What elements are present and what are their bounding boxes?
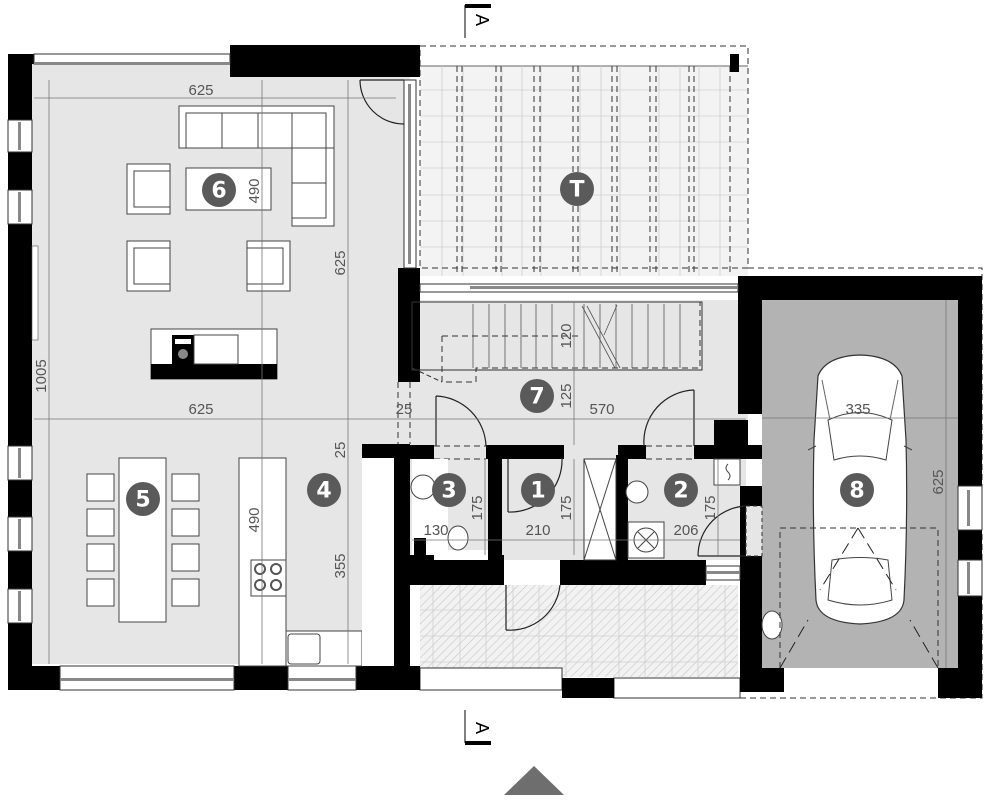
dim-room2-width: 206 bbox=[673, 522, 698, 539]
dim-kitchen-depth: 355 bbox=[332, 553, 349, 578]
section-marker-top: A bbox=[464, 4, 492, 38]
dim-room1-width: 210 bbox=[525, 522, 550, 539]
svg-text:6: 6 bbox=[211, 179, 226, 204]
room-badge-2: 2 bbox=[664, 473, 698, 507]
room-badge-6: 6 bbox=[202, 173, 236, 207]
room-badge-3: 3 bbox=[432, 473, 466, 507]
kitchen-furniture bbox=[238, 457, 394, 667]
room-badge-t: T bbox=[560, 172, 594, 206]
dim-room2-depth: 175 bbox=[702, 495, 719, 520]
entrance-porch bbox=[419, 585, 741, 699]
svg-text:1: 1 bbox=[530, 479, 545, 504]
svg-text:A: A bbox=[472, 14, 492, 26]
terrace-area bbox=[419, 45, 749, 276]
room-badge-5: 5 bbox=[126, 482, 160, 516]
dim-kitchen-counter: 490 bbox=[246, 507, 263, 532]
dining-furniture bbox=[86, 457, 200, 623]
dim-wc-width: 130 bbox=[423, 522, 448, 539]
dim-kitchen-gap: 25 bbox=[332, 442, 349, 459]
dimension-labels: 625 625 625 1005 490 490 355 25 25 570 1… bbox=[33, 82, 947, 579]
svg-text:4: 4 bbox=[316, 479, 331, 504]
bathroom-fixtures bbox=[410, 458, 783, 640]
svg-text:7: 7 bbox=[529, 385, 544, 410]
dim-stair-width: 120 bbox=[558, 323, 575, 348]
section-marker-bottom: A bbox=[464, 710, 492, 745]
dim-garage-width: 335 bbox=[845, 401, 870, 418]
dim-hall-depth: 125 bbox=[558, 383, 575, 408]
svg-text:T: T bbox=[569, 178, 584, 203]
dim-wc-depth: 175 bbox=[469, 495, 486, 520]
dim-living-table: 490 bbox=[246, 178, 263, 203]
dim-overall-height: 1005 bbox=[33, 359, 50, 392]
doors bbox=[359, 79, 763, 631]
windows bbox=[7, 53, 983, 691]
room-badge-4: 4 bbox=[307, 473, 341, 507]
room-badge-1: 1 bbox=[521, 473, 555, 507]
dim-hall-width: 570 bbox=[589, 401, 614, 418]
dim-living-width: 625 bbox=[188, 82, 213, 99]
svg-text:2: 2 bbox=[673, 479, 688, 504]
north-arrow-icon bbox=[504, 766, 564, 795]
walls bbox=[8, 45, 982, 698]
dimension-lines bbox=[34, 80, 958, 668]
svg-text:5: 5 bbox=[135, 488, 150, 513]
svg-text:A: A bbox=[472, 722, 492, 734]
dim-living-height: 625 bbox=[332, 250, 349, 275]
dim-hall-gap: 25 bbox=[396, 401, 413, 418]
dim-garage-depth: 625 bbox=[930, 469, 947, 494]
dim-room1-depth: 175 bbox=[558, 495, 575, 520]
svg-text:8: 8 bbox=[849, 479, 864, 504]
room-badge-8: 8 bbox=[840, 473, 874, 507]
living-room-furniture bbox=[126, 105, 335, 380]
dim-living-mid-width: 625 bbox=[188, 401, 213, 418]
svg-text:3: 3 bbox=[441, 479, 456, 504]
staircase bbox=[411, 301, 703, 383]
room-badge-7: 7 bbox=[520, 379, 554, 413]
